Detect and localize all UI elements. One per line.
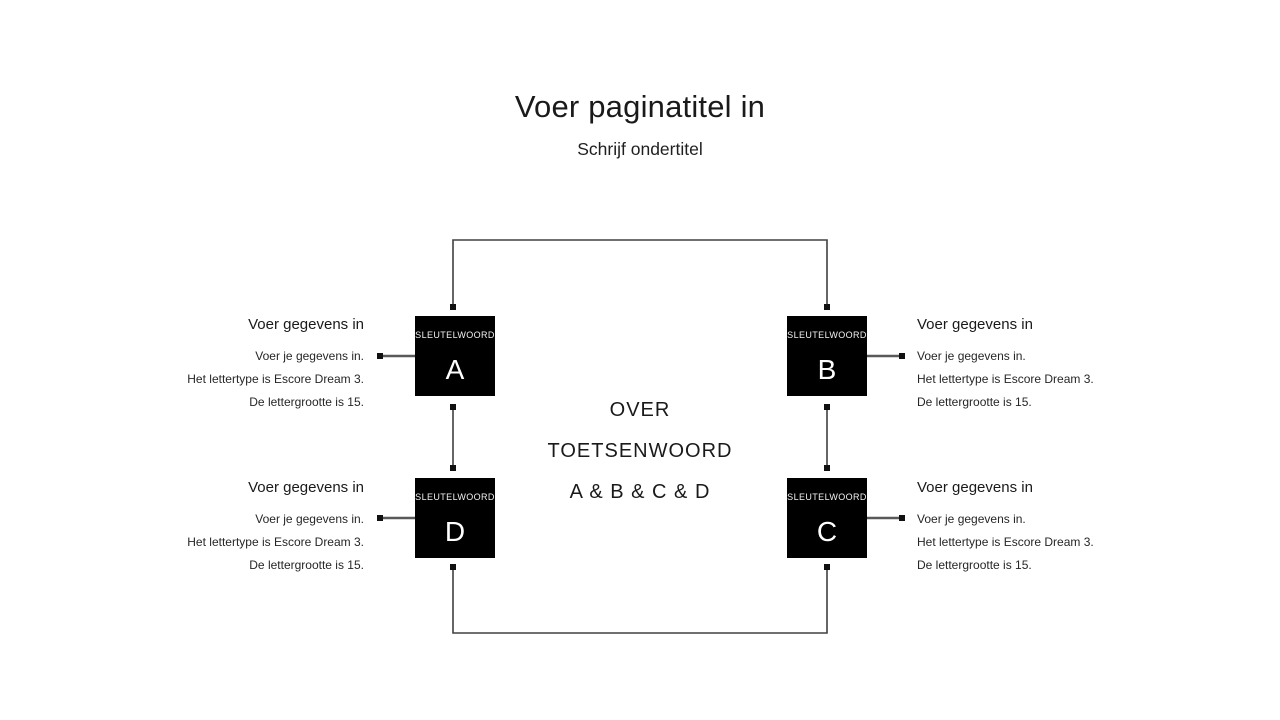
arrowhead-square [450,304,456,310]
arrowhead-square [824,564,830,570]
info-heading: Voer gegevens in [248,479,364,496]
keyword-letter: B [817,354,837,385]
keyword-label: SLEUTELWOORD [415,330,495,340]
arrowhead-square [899,515,905,521]
connector-bottom-bracket [452,567,828,634]
info-line: De lettergrootte is 15. [249,558,364,572]
keyword-box-a[interactable]: SLEUTELWOORD A [415,316,495,396]
center-text-block[interactable]: OVER TOETSENWOORD A & B & C & D [440,390,840,513]
center-text-line: A & B & C & D [569,481,711,503]
center-text-line: OVER [609,399,671,421]
info-heading: Voer gegevens in [248,316,364,333]
page-title[interactable]: Voer paginatitel in [514,89,766,124]
keyword-box-d[interactable]: SLEUTELWOORD D [415,478,495,558]
info-block-bottom-right[interactable]: Voer gegevens in Voer je gegevens in. He… [917,479,1149,577]
info-line: Het lettertype is Escore Dream 3. [187,535,364,549]
info-line: Het lettertype is Escore Dream 3. [187,372,364,386]
info-line: De lettergrootte is 15. [917,395,1032,409]
keyword-letter: C [816,516,838,547]
keyword-label: SLEUTELWOORD [415,492,495,502]
info-line: De lettergrootte is 15. [249,395,364,409]
connector-top-bracket [452,239,828,307]
info-line: Het lettertype is Escore Dream 3. [917,372,1094,386]
info-line: Voer je gegevens in. [255,349,364,363]
arrowhead-square [377,515,383,521]
keyword-letter: D [444,516,466,547]
arrowhead-square [899,353,905,359]
page-subtitle[interactable]: Schrijf ondertitel [577,139,703,159]
info-line: Voer je gegevens in. [255,512,364,526]
info-block-top-right[interactable]: Voer gegevens in Voer je gegevens in. He… [917,316,1149,414]
keyword-letter: A [445,354,465,385]
info-line: Voer je gegevens in. [917,512,1026,526]
info-line: De lettergrootte is 15. [917,558,1032,572]
info-heading: Voer gegevens in [917,479,1033,496]
center-text-line: TOETSENWOORD [547,440,733,462]
keyword-box-b[interactable]: SLEUTELWOORD B [787,316,867,396]
keyword-box-c[interactable]: SLEUTELWOORD C [787,478,867,558]
info-block-bottom-left[interactable]: Voer gegevens in Voer je gegevens in. He… [132,479,364,577]
info-line: Voer je gegevens in. [917,349,1026,363]
info-block-top-left[interactable]: Voer gegevens in Voer je gegevens in. He… [132,316,364,414]
info-heading: Voer gegevens in [917,316,1033,333]
info-line: Het lettertype is Escore Dream 3. [917,535,1094,549]
arrowhead-square [824,304,830,310]
keyword-label: SLEUTELWOORD [787,492,867,502]
keyword-label: SLEUTELWOORD [787,330,867,340]
arrowhead-square [450,564,456,570]
arrowhead-square [377,353,383,359]
